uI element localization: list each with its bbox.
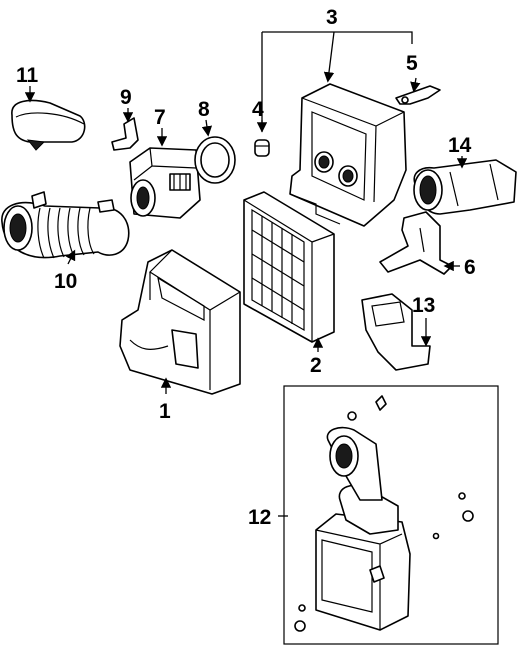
part-13-duct [361, 293, 431, 371]
callout-11: 11 [16, 64, 39, 87]
part-4-grommet [254, 139, 270, 157]
part-11-cap [11, 99, 86, 151]
callout-4: 4 [252, 98, 264, 121]
callout-1: 1 [159, 400, 171, 423]
callout-2: 2 [310, 354, 322, 377]
callout-3: 3 [326, 6, 338, 29]
part-9-clip [111, 117, 139, 151]
callout-7: 7 [154, 106, 166, 129]
callout-12: 12 [248, 506, 271, 529]
callout-14: 14 [448, 134, 472, 157]
leader-lines [24, 31, 468, 517]
part-14-duct [413, 159, 517, 215]
callout-6: 6 [464, 256, 476, 279]
part-3-upper-cover [289, 83, 407, 227]
part-5-clip [395, 85, 441, 105]
part-6-bracket [379, 211, 453, 275]
callout-13: 13 [412, 294, 435, 317]
part-8-gasket [194, 136, 236, 184]
callout-10: 10 [54, 270, 77, 293]
callout-8: 8 [198, 98, 210, 121]
callout-5: 5 [406, 52, 418, 75]
callout-labels: 3 5 11 9 7 8 4 14 6 10 13 2 1 12 [16, 6, 476, 529]
part-1-lower-case [119, 249, 241, 395]
part-10-intake-hose [1, 191, 130, 259]
callout-9: 9 [120, 86, 132, 109]
part-2-filter-element [243, 191, 335, 343]
part-7-airflow-meter [129, 147, 201, 219]
part-12-resonator-assembly [283, 385, 499, 645]
